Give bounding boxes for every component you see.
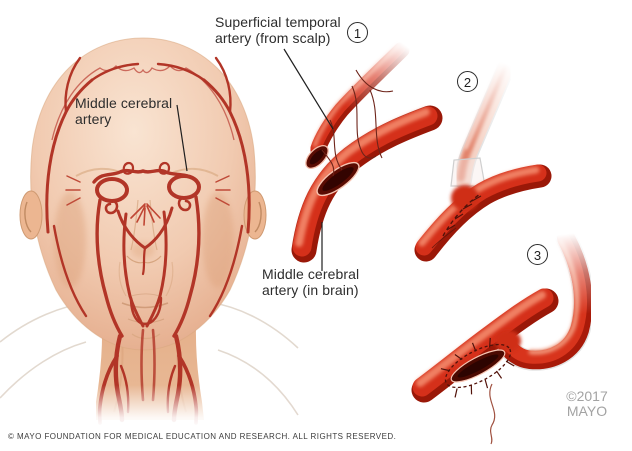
label-line: artery (in brain) <box>262 282 359 298</box>
label-middle-cerebral-artery-brain: Middle cerebral artery (in brain) <box>262 266 359 298</box>
step2-suture-line <box>431 193 482 249</box>
label-line: Middle cerebral <box>75 95 173 111</box>
step-1-number-badge: 1 <box>347 22 368 43</box>
step3-sta-donor <box>495 227 594 371</box>
facial-features <box>75 167 219 340</box>
step3-thread <box>489 383 496 445</box>
copyright-credit: ©2017 MAYO <box>553 389 621 419</box>
step2-mca <box>414 164 552 262</box>
label-line: artery (from scalp) <box>215 30 331 46</box>
credit-year: ©2017 <box>566 388 608 404</box>
step1-sta-donor <box>310 42 410 158</box>
neck-fade <box>50 385 260 430</box>
step1-arteriotomy-opening <box>316 161 360 197</box>
step1-sutures <box>321 69 394 177</box>
leader-sta-label <box>283 48 334 130</box>
head-illustration <box>0 37 299 430</box>
footer-copyright: © MAYO FOUNDATION FOR MEDICAL EDUCATION … <box>8 432 397 441</box>
credit-brand: MAYO <box>566 403 608 419</box>
label-superficial-temporal-artery: Superficial temporal artery (from scalp) <box>215 14 341 46</box>
label-line: artery <box>75 111 112 127</box>
step1-mca <box>291 105 443 263</box>
step2-sta-donor <box>454 59 515 189</box>
leader-mca-head-label <box>176 104 188 172</box>
leader-lines <box>176 48 334 271</box>
step-1-illustration <box>291 42 443 263</box>
step-3-illustration <box>411 227 594 445</box>
label-line: Superficial temporal <box>215 14 341 30</box>
step-2-illustration <box>414 59 552 262</box>
step2-cuff <box>450 157 486 187</box>
label-middle-cerebral-artery-head: Middle cerebral artery <box>75 95 172 127</box>
label-line: Middle cerebral <box>262 266 360 282</box>
step-3-number-badge: 3 <box>527 244 548 265</box>
step-2-number-badge: 2 <box>457 71 478 92</box>
step3-junction <box>495 330 521 352</box>
step3-mca <box>411 288 559 403</box>
